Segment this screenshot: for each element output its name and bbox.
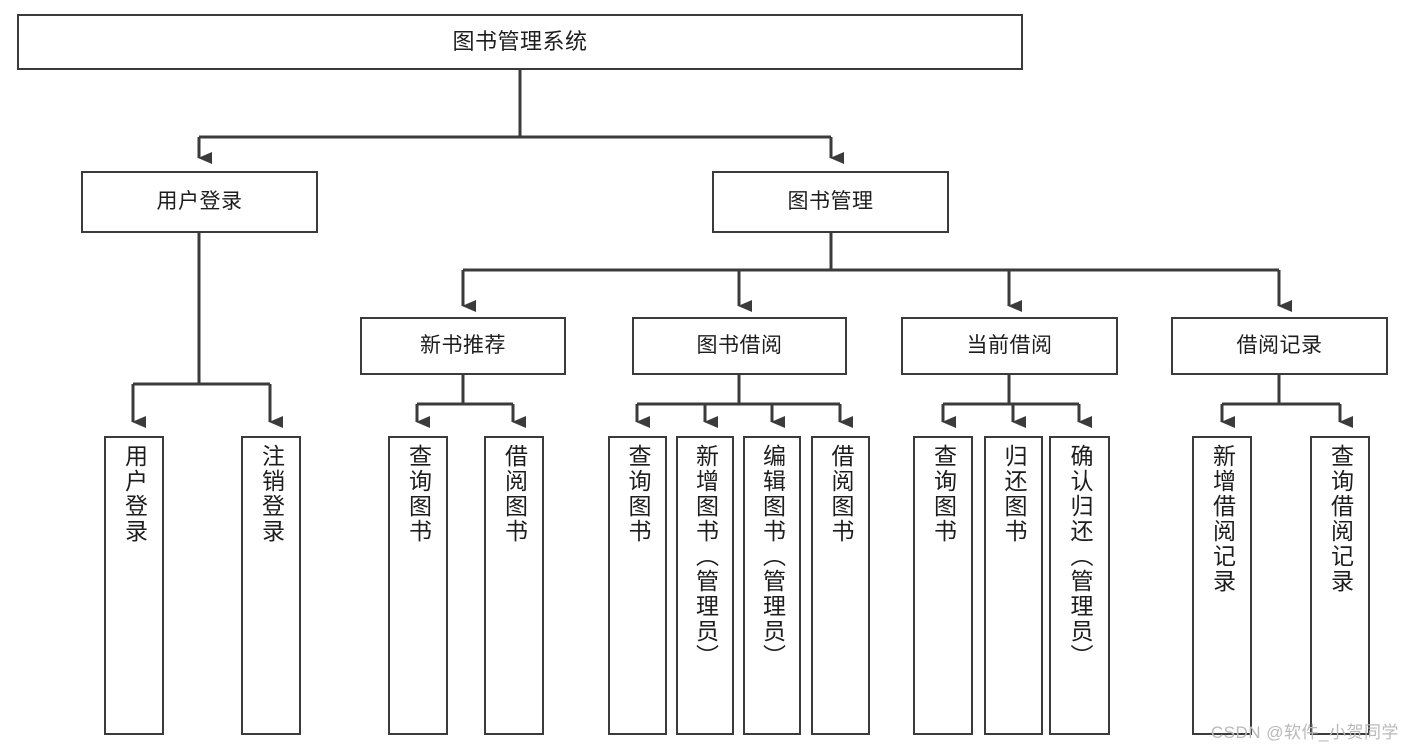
node-current-borrow[interactable]: 当前借阅 xyxy=(901,317,1118,375)
node-new-book-recommend[interactable]: 新书推荐 xyxy=(360,317,566,375)
node-leaf-add-record[interactable]: 新增借阅记录 xyxy=(1192,436,1252,735)
csdn-watermark: CSDN @软件_小贺同学 xyxy=(1210,723,1399,742)
node-leaf-add-book-label: 新增图书（管理员） xyxy=(692,444,719,669)
node-leaf-logout-label: 注销登录 xyxy=(258,444,285,544)
node-borrow-record[interactable]: 借阅记录 xyxy=(1171,317,1388,375)
node-root[interactable]: 图书管理系统 xyxy=(17,14,1023,70)
node-leaf-borrow-book-1[interactable]: 借阅图书 xyxy=(484,436,544,735)
node-leaf-user-login-label: 用户登录 xyxy=(121,444,148,544)
node-leaf-add-record-label: 新增借阅记录 xyxy=(1209,444,1236,594)
node-leaf-query-record-label: 查询借阅记录 xyxy=(1327,444,1354,594)
node-book-borrow-label: 图书借阅 xyxy=(696,333,783,357)
node-leaf-query-book-1-label: 查询图书 xyxy=(405,444,432,544)
node-new-book-recommend-label: 新书推荐 xyxy=(420,333,506,357)
node-leaf-query-book-1[interactable]: 查询图书 xyxy=(388,436,448,735)
node-book-management[interactable]: 图书管理 xyxy=(712,171,949,233)
node-borrow-record-label: 借阅记录 xyxy=(1236,333,1323,357)
node-leaf-query-book-3[interactable]: 查询图书 xyxy=(913,436,973,735)
node-leaf-borrow-book-1-label: 借阅图书 xyxy=(501,444,528,544)
node-user-login[interactable]: 用户登录 xyxy=(81,171,318,233)
node-leaf-borrow-book-2-label: 借阅图书 xyxy=(828,444,854,544)
node-current-borrow-label: 当前借阅 xyxy=(966,333,1053,357)
node-leaf-add-book[interactable]: 新增图书（管理员） xyxy=(676,436,734,735)
node-leaf-return-book-label: 归还图书 xyxy=(1001,444,1027,544)
node-leaf-user-login[interactable]: 用户登录 xyxy=(104,436,164,735)
node-leaf-edit-book[interactable]: 编辑图书（管理员） xyxy=(743,436,801,735)
node-leaf-confirm-return[interactable]: 确认归还（管理员） xyxy=(1049,436,1110,735)
node-book-management-label: 图书管理 xyxy=(787,189,874,213)
node-leaf-confirm-return-label: 确认归还（管理员） xyxy=(1067,444,1093,669)
node-leaf-return-book[interactable]: 归还图书 xyxy=(984,436,1043,735)
node-leaf-query-record[interactable]: 查询借阅记录 xyxy=(1310,436,1370,735)
node-leaf-query-book-2-label: 查询图书 xyxy=(625,444,651,544)
node-leaf-edit-book-label: 编辑图书（管理员） xyxy=(759,444,786,669)
node-leaf-borrow-book-2[interactable]: 借阅图书 xyxy=(811,436,870,735)
node-leaf-query-book-3-label: 查询图书 xyxy=(930,444,957,544)
node-book-borrow[interactable]: 图书借阅 xyxy=(632,317,847,375)
node-leaf-logout[interactable]: 注销登录 xyxy=(241,436,301,735)
node-root-label: 图书管理系统 xyxy=(452,29,588,55)
node-user-login-label: 用户登录 xyxy=(156,189,243,213)
node-leaf-query-book-2[interactable]: 查询图书 xyxy=(608,436,667,735)
